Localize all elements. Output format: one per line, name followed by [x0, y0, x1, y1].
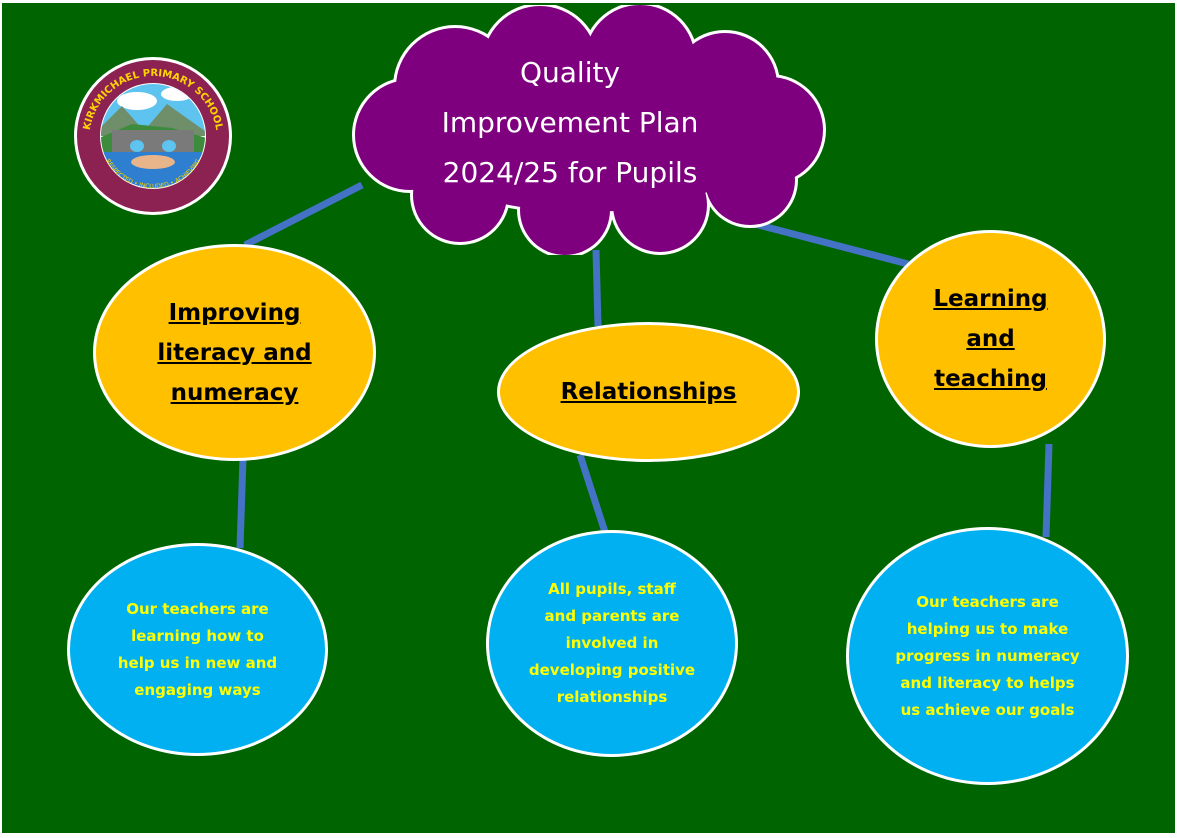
theme-literacy-numeracy-label: Improving literacy and numeracy [157, 299, 312, 406]
page-title: Quality Improvement Plan 2024/25 for Pup… [441, 56, 699, 189]
school-logo: KIRKMICHAEL PRIMARY SCHOOL RESPECTED • I… [74, 57, 232, 215]
detail-relationships: All pupils, staff and parents are involv… [486, 530, 738, 757]
detail-learning-teaching: Our teachers are helping us to make prog… [846, 527, 1129, 785]
theme-literacy-numeracy: Improving literacy and numeracy [93, 244, 376, 461]
theme-learning-teaching-label: Learning and teaching [933, 286, 1048, 392]
connector-relationships-to-detail [576, 453, 609, 534]
connector-title-to-relationships [592, 249, 602, 327]
connector-learning-to-detail [1042, 443, 1053, 538]
theme-learning-teaching: Learning and teaching [875, 230, 1106, 448]
connector-literacy-to-detail [236, 457, 247, 549]
detail-literacy-numeracy-text: Our teachers are learning how to help us… [117, 599, 278, 699]
detail-literacy-numeracy: Our teachers are learning how to help us… [67, 543, 328, 756]
connector-title-to-literacy [243, 181, 364, 249]
theme-relationships-label: Relationships [560, 379, 737, 405]
theme-relationships: Relationships [497, 322, 800, 462]
title-cloud [352, 5, 826, 255]
detail-learning-teaching-text: Our teachers are helping us to make prog… [895, 592, 1080, 719]
detail-relationships-text: All pupils, staff and parents are involv… [528, 580, 696, 706]
